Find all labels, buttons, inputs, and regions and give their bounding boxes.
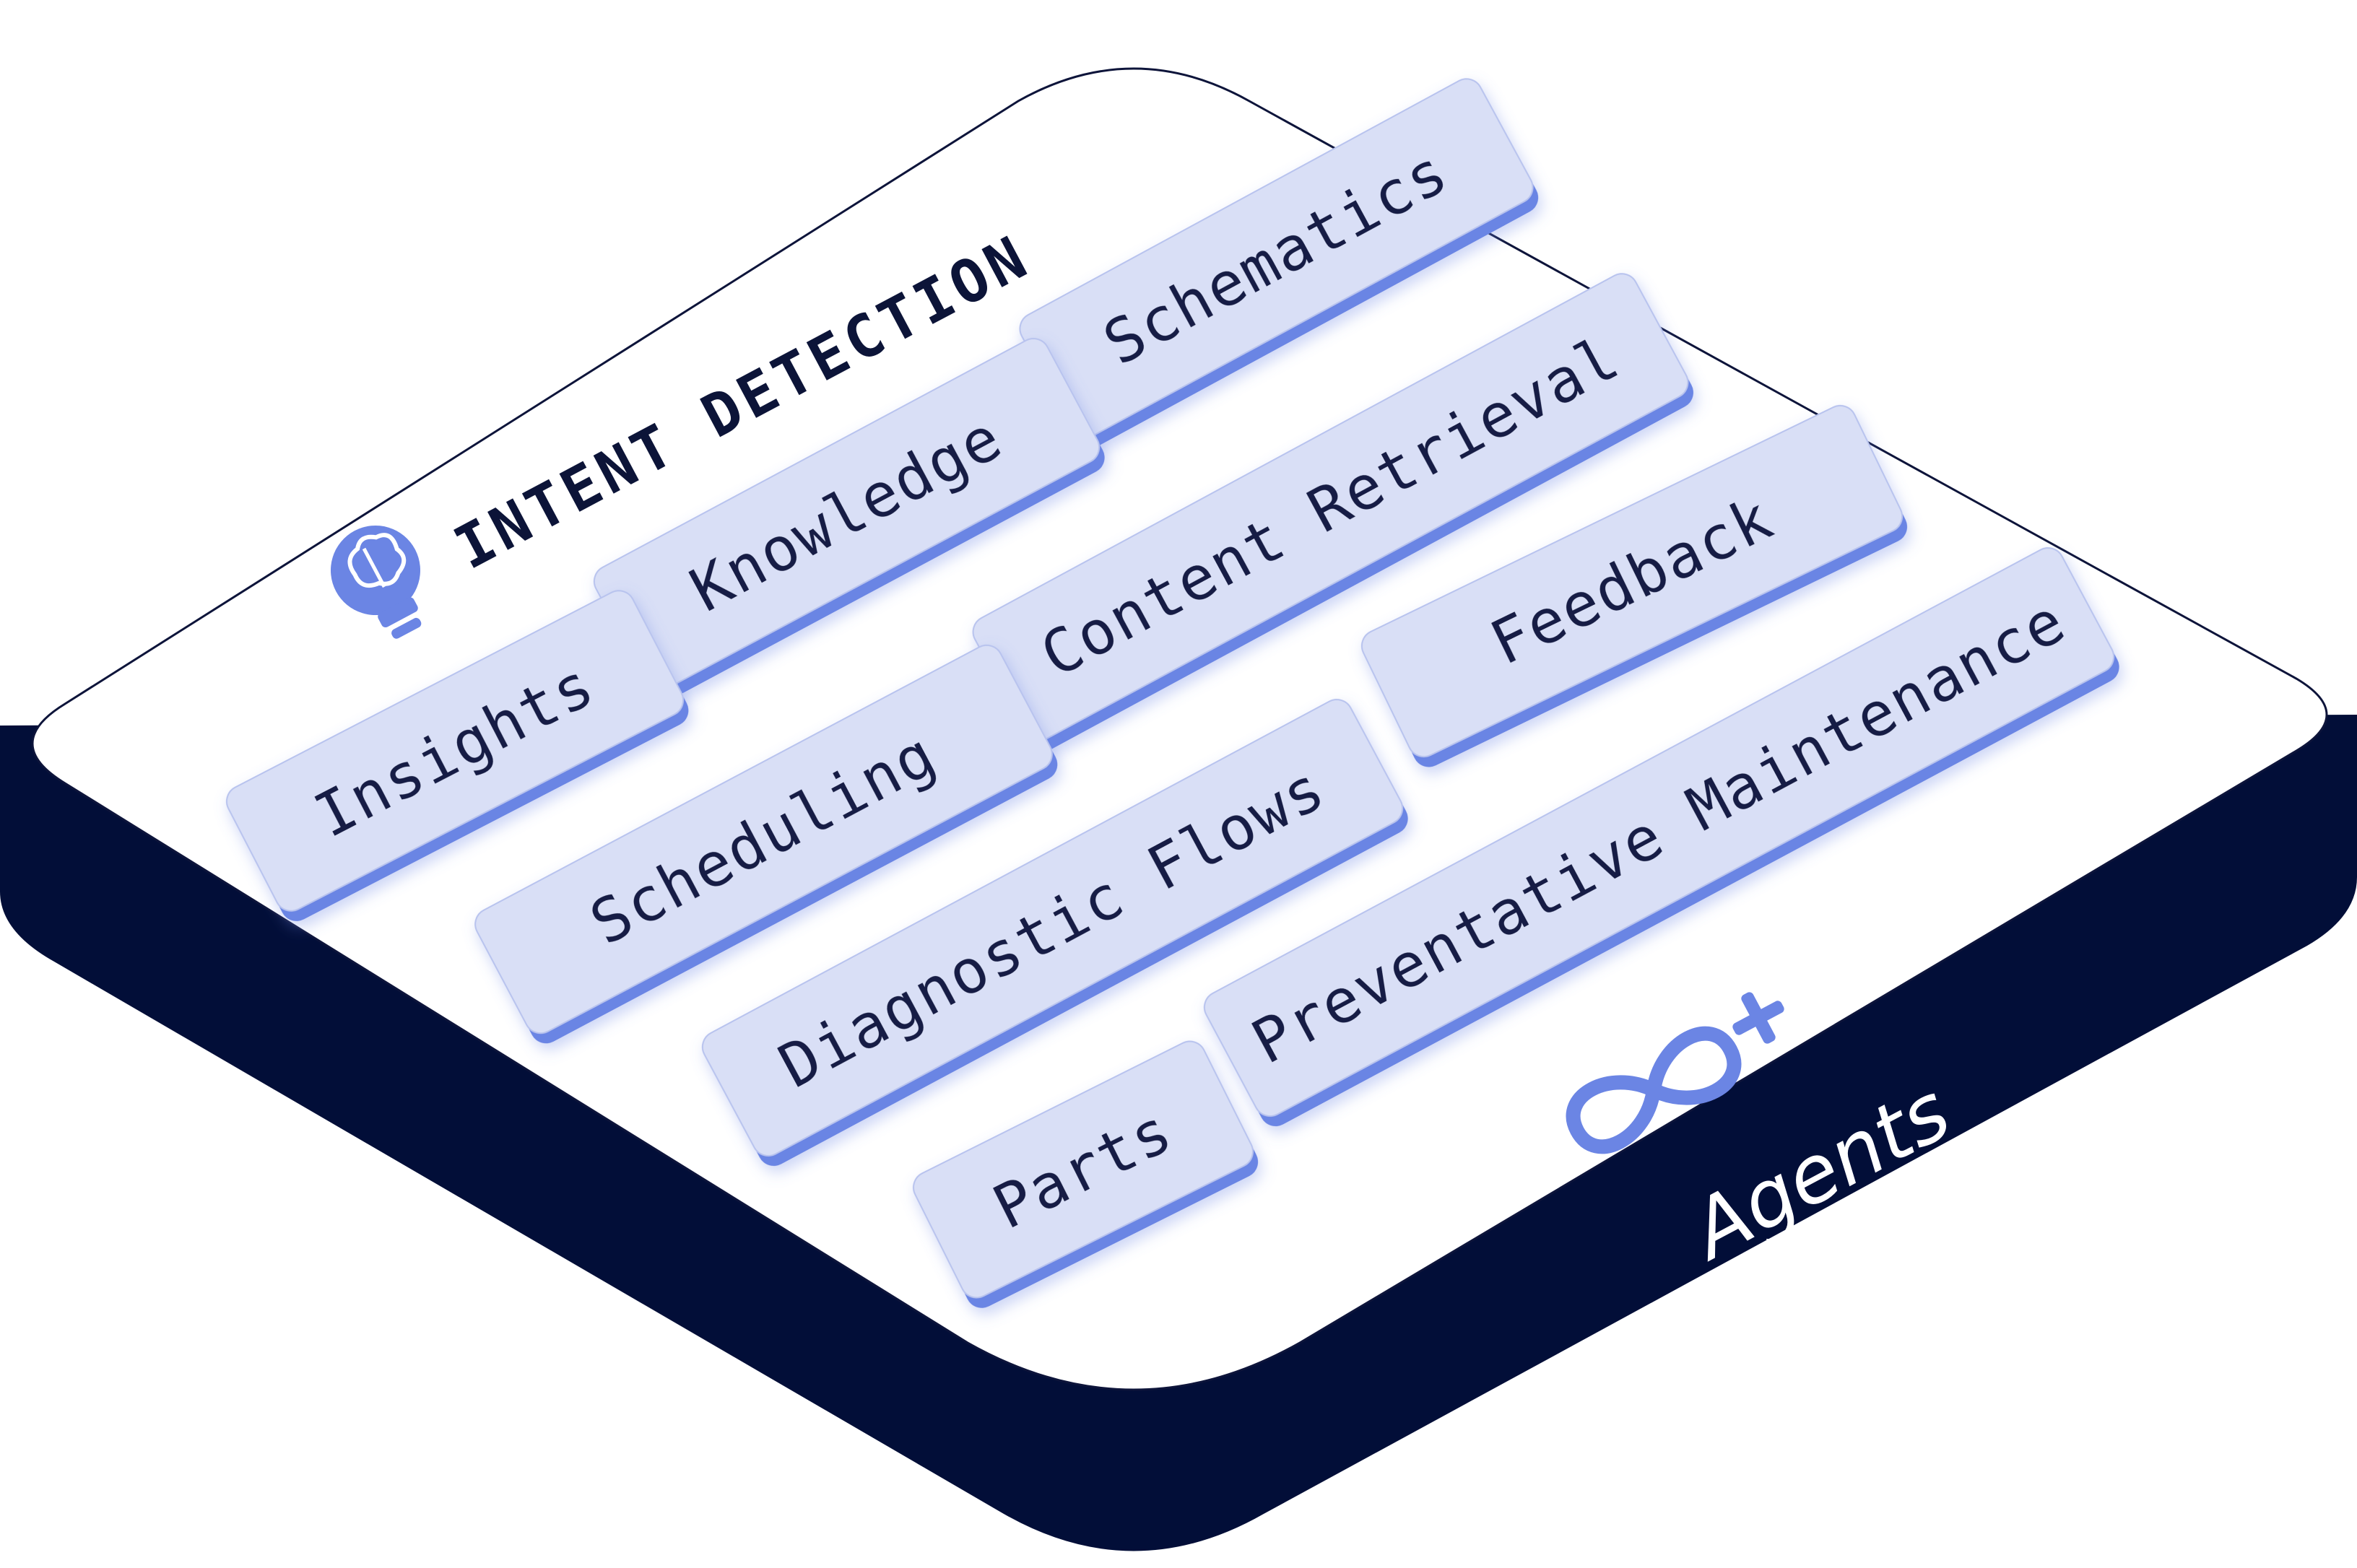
module-card-face — [225, 590, 685, 912]
platform-top — [31, 67, 2328, 1391]
plus-icon — [1732, 992, 1784, 1044]
module-card-face — [913, 1040, 1254, 1299]
lightbulb-brain-icon — [331, 526, 422, 639]
module-card-schematics: Schematics — [1019, 78, 1539, 448]
infinity-plus-icon — [1566, 1026, 1742, 1154]
module-card-face — [474, 644, 1053, 1035]
module-card-parts: Parts — [913, 1040, 1259, 1308]
module-card-face — [1203, 547, 2115, 1117]
module-card-face — [1360, 404, 1904, 758]
module-card-face — [701, 699, 1404, 1157]
